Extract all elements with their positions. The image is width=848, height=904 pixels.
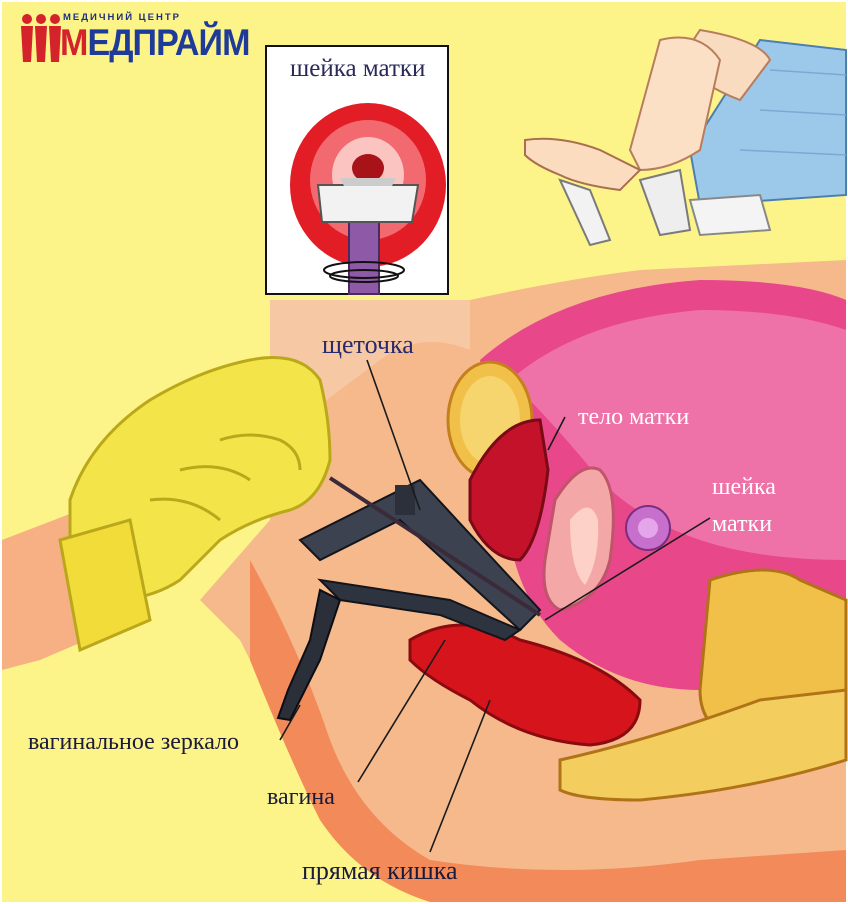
label-uterus-body: тело матки [578, 405, 689, 429]
logo-brand-first-letter: М [60, 22, 87, 63]
label-brush: щеточка [322, 332, 414, 358]
logo-brand-rest: ЕДПРАЙМ [87, 22, 249, 63]
label-rectum: прямая кишка [302, 858, 458, 884]
label-speculum: вагинальное зеркало [28, 730, 239, 754]
cervix-inset [266, 46, 448, 294]
logo-figures-icon [18, 12, 64, 66]
label-cervix-line1: шейка [712, 475, 776, 499]
logo-brand: МЕДПРАЙМ [60, 22, 250, 64]
inset-title: шейка матки [290, 56, 425, 81]
label-vagina: вагина [267, 785, 335, 809]
label-cervix-line2: матки [712, 512, 772, 536]
